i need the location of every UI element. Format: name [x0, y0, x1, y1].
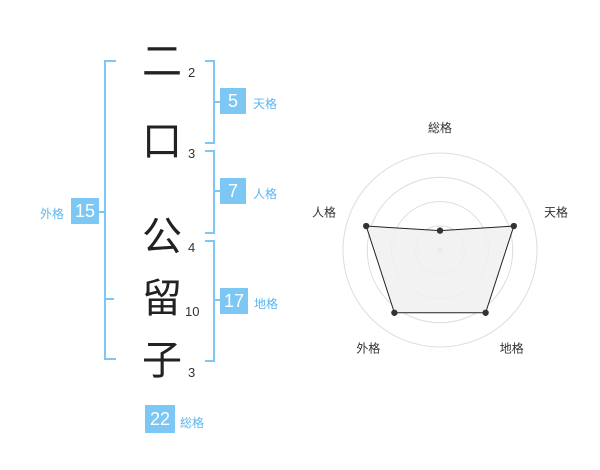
radar-point-4	[391, 309, 398, 316]
radar-point-1	[436, 227, 444, 234]
radar-point-5	[362, 222, 370, 230]
gaikaku-bracket	[104, 60, 116, 360]
soukaku-value: 22	[145, 405, 175, 433]
radar-label-4: 外格	[356, 341, 380, 356]
tenkaku-label: 天格	[253, 97, 278, 111]
gaikaku-value: 15	[71, 198, 99, 224]
name-char-5: 子	[142, 338, 182, 384]
jinkaku-bracket	[205, 150, 215, 234]
radar-label-1: 総格	[428, 120, 452, 135]
chikaku-label: 地格	[254, 297, 279, 311]
chikaku-value: 17	[220, 288, 248, 314]
gaikaku-label: 外格	[40, 207, 65, 221]
jinkaku-stem	[213, 190, 220, 192]
chikaku-stem	[213, 299, 220, 301]
radar-points	[362, 222, 518, 316]
name-char-2: 口	[142, 119, 182, 165]
radar-ring-3	[366, 176, 514, 324]
radar-polygon	[365, 225, 515, 314]
name-char-1: 二	[142, 39, 182, 85]
stroke-count-5: 3	[188, 365, 196, 380]
stroke-count-2: 3	[188, 146, 196, 161]
name-char-3: 公	[142, 214, 182, 260]
tenkaku-value: 5	[220, 88, 246, 114]
radar-ring-4	[342, 152, 538, 348]
jinkaku-value: 7	[220, 178, 246, 204]
radar-point-2	[510, 222, 518, 230]
stroke-count-3: 4	[188, 240, 196, 255]
radar-point-3	[482, 309, 489, 316]
tenkaku-stem	[213, 101, 220, 103]
radar-label-5: 人格	[312, 204, 336, 219]
name-char-4: 留	[142, 276, 182, 322]
jinkaku-label: 人格	[253, 187, 278, 201]
chikaku-bracket	[205, 240, 215, 362]
stroke-count-1: 2	[188, 65, 196, 80]
gaikaku-bracket-stem	[96, 211, 104, 213]
radar-label-3: 地格	[500, 341, 524, 356]
soukaku-label: 総格	[180, 416, 205, 430]
gaikaku-bracket-split	[104, 298, 114, 300]
radar-label-2: 天格	[544, 204, 568, 219]
stroke-count-4: 10	[185, 304, 200, 319]
